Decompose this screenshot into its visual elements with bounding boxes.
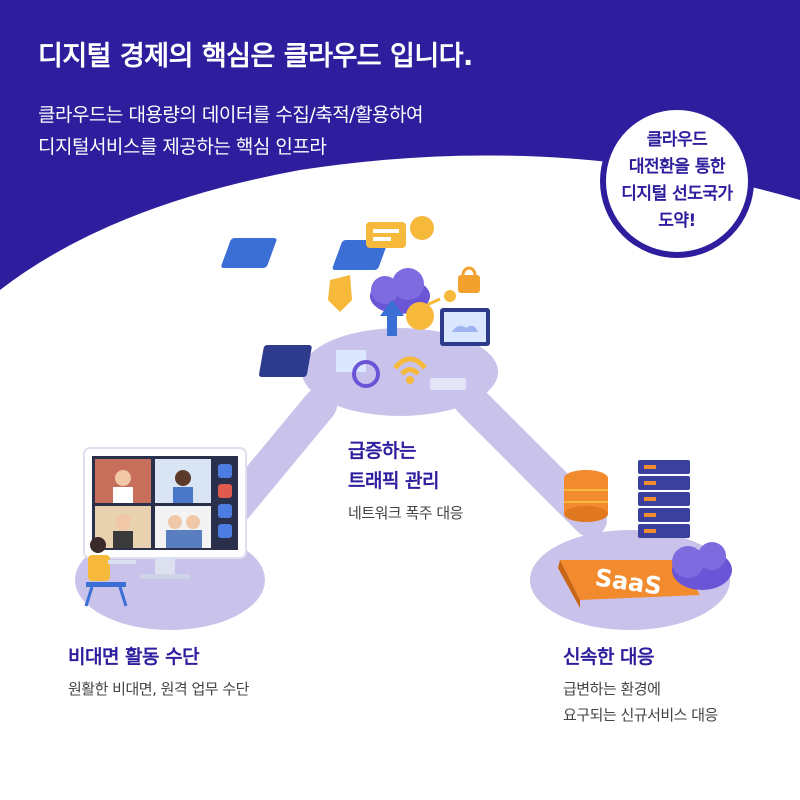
saas-server-illustration <box>558 460 732 608</box>
badge-line-3: 디지털 선도국가 <box>621 184 733 204</box>
badge-line-2: 대전환을 통한 <box>628 157 726 177</box>
badge-line-4: 도약! <box>658 211 696 231</box>
left-title: 비대면 활동 수단 <box>68 646 200 668</box>
page-title: 디지털 경제의 핵심은 클라우드 입니다. <box>38 41 473 72</box>
center-title-line-2: 트래픽 관리 <box>348 470 440 492</box>
saas-label: SaaS <box>593 564 663 601</box>
cloud-network-illustration <box>221 216 490 390</box>
center-description: 네트워크 폭주 대응 <box>348 504 463 522</box>
subtitle-line-1: 클라우드는 대용량의 데이터를 수집/축적/활용하여 <box>38 104 424 126</box>
right-description-line-1: 급변하는 환경에 <box>563 680 661 698</box>
right-title: 신속한 대응 <box>563 646 655 668</box>
badge-line-1: 클라우드 <box>646 130 708 150</box>
vision-badge: 클라우드 대전환을 통한 디지털 선도국가 도약! <box>600 104 754 258</box>
video-conference-illustration <box>83 447 247 607</box>
right-description-line-2: 요구되는 신규서비스 대응 <box>563 706 718 724</box>
subtitle-line-2: 디지털서비스를 제공하는 핵심 인프라 <box>38 136 327 158</box>
center-title-line-1: 급증하는 <box>348 440 416 462</box>
header-banner <box>0 0 800 290</box>
left-description: 원활한 비대면, 원격 업무 수단 <box>68 680 249 698</box>
